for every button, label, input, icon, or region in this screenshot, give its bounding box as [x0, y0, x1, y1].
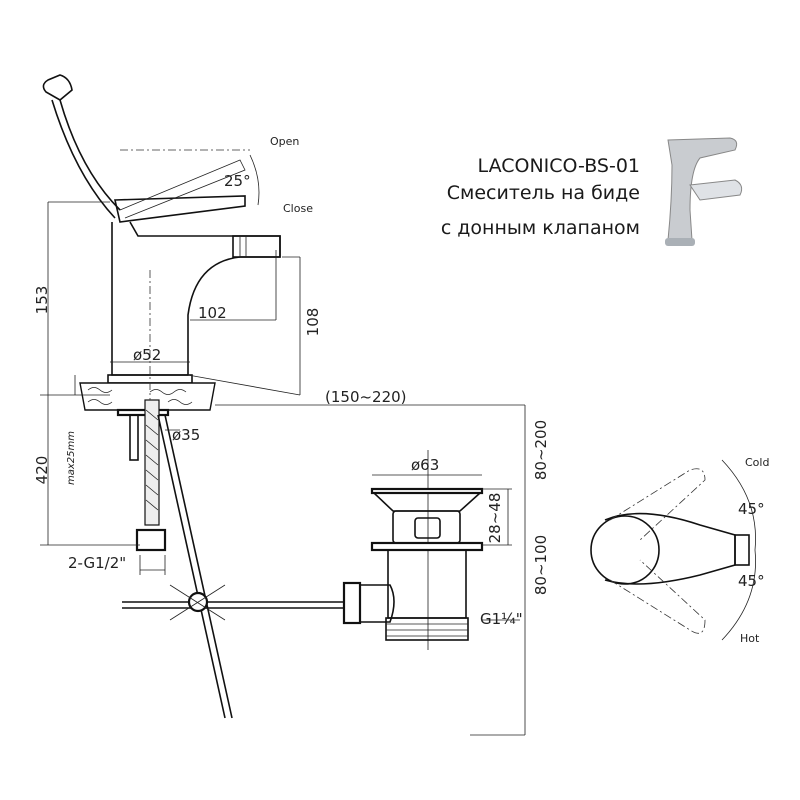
- connection-size: 2-G1/2": [68, 554, 126, 572]
- max-thickness: max25mm: [66, 431, 77, 485]
- lever-angle: 25°: [224, 172, 251, 190]
- product-description-line1: Смеситель на биде: [447, 182, 640, 204]
- plug-range: 28~48: [486, 493, 504, 544]
- spout-reach-102: 102: [198, 304, 227, 322]
- faucet-side-view: [42, 74, 350, 719]
- faucet-dimensions: [40, 149, 526, 735]
- base-diameter: ø52: [133, 346, 161, 364]
- drain-diameter: ø63: [411, 456, 439, 474]
- cold-label: Cold: [745, 456, 769, 469]
- hole-diameter: ø35: [172, 426, 200, 444]
- hot-label: Hot: [740, 632, 760, 645]
- drain-thread: G1¼": [480, 610, 523, 628]
- product-photo: [665, 137, 743, 246]
- model-name: LACONICO-BS-01: [478, 155, 640, 177]
- hot-angle: 45°: [738, 572, 765, 590]
- spout-height-108: 108: [304, 308, 322, 337]
- open-label: Open: [270, 135, 299, 148]
- lower-range: 80~100: [532, 535, 550, 595]
- hose-length-420: 420: [33, 456, 51, 485]
- upper-range: 80~200: [532, 420, 550, 480]
- close-label: Close: [283, 202, 313, 215]
- faucet-top-view: [590, 459, 756, 641]
- drain-valve: [342, 450, 525, 736]
- cold-angle: 45°: [738, 500, 765, 518]
- product-description-line2: с донным клапаном: [441, 217, 640, 239]
- drain-distance: (150~220): [325, 388, 407, 406]
- height-153: 153: [33, 286, 51, 315]
